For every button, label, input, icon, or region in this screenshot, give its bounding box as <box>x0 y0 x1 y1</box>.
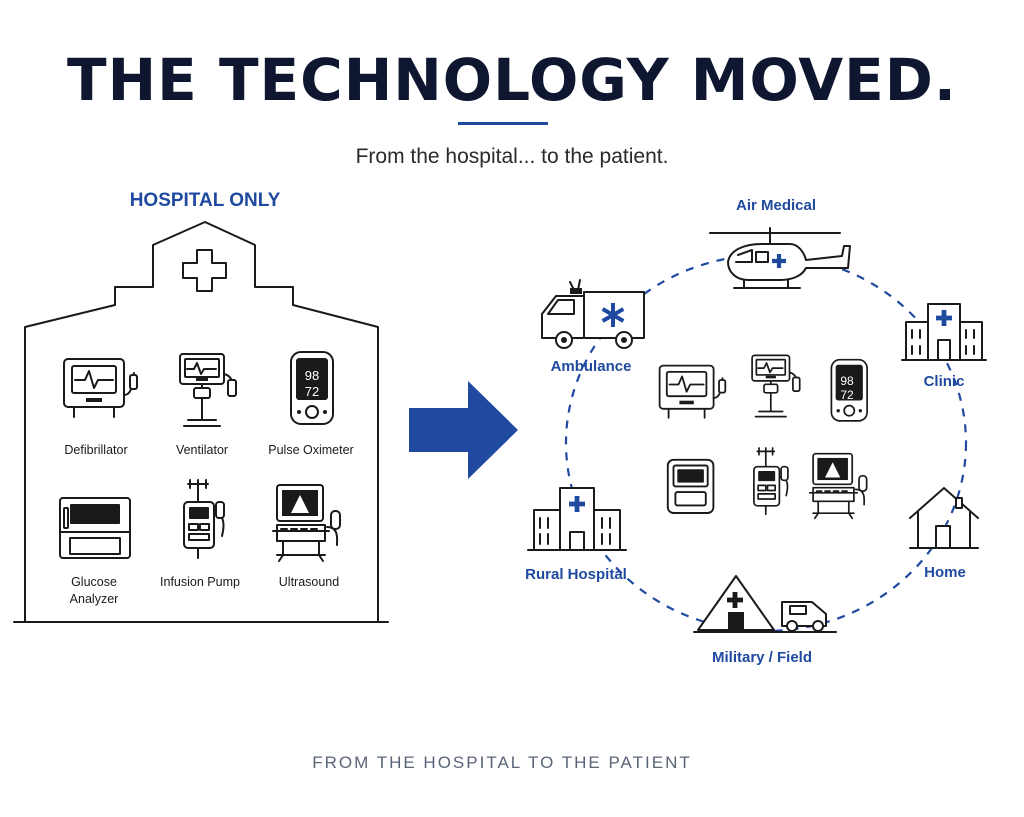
label-ambulance: Ambulance <box>551 358 632 375</box>
military-field-node: Military / Field <box>693 575 837 666</box>
device-label-ventilator: Ventilator <box>176 443 228 457</box>
hospital-heading: HOSPITAL ONLY <box>130 190 281 211</box>
rural-hospital-node: Rural Hospital <box>525 487 627 583</box>
infusion-pump-icon <box>183 479 225 559</box>
ambulance-node: Ambulance <box>541 279 645 375</box>
rural-hospital-icon <box>527 487 627 551</box>
page-title: THE TECHNOLOGY MOVED. <box>67 46 957 114</box>
device-label-pulse-oximeter: Pulse Oximeter <box>268 443 353 457</box>
label-rural-hospital: Rural Hospital <box>525 566 627 583</box>
cluster-oximeter-pulse: 72 <box>840 388 854 402</box>
device-label-ultrasound: Ultrasound <box>279 575 339 589</box>
oximeter-value-spo2: 98 <box>305 368 319 383</box>
device-label-defibrillator: Defibrillator <box>64 443 127 457</box>
air-medical-node: Air Medical <box>709 197 851 289</box>
helicopter-icon <box>709 227 851 289</box>
ventilator-icon <box>179 353 237 427</box>
device-label-infusion-pump: Infusion Pump <box>160 575 240 589</box>
cluster-ultrasound-icon <box>808 452 868 520</box>
label-home: Home <box>924 564 966 581</box>
cluster-oximeter-spo2: 98 <box>840 374 854 388</box>
cluster-defibrillator-icon <box>658 364 727 419</box>
label-military-field: Military / Field <box>712 649 812 666</box>
ultrasound-icon <box>272 484 341 562</box>
home-icon <box>909 487 979 549</box>
hospital-building-outline <box>13 221 389 623</box>
home-node: Home <box>909 487 979 581</box>
hospital-section: HOSPITAL ONLY Defibrillator Ventilator 9… <box>13 190 389 623</box>
subtitle: From the hospital... to the patient. <box>356 145 669 168</box>
ambulance-icon <box>541 279 645 349</box>
device-label-analyzer: Analyzer <box>70 592 119 606</box>
cluster-monitor-icon <box>666 458 715 514</box>
glucose-analyzer-icon <box>59 497 131 559</box>
footer-caption: FROM THE HOSPITAL TO THE PATIENT <box>312 753 692 772</box>
clinic-node: Clinic <box>901 303 987 390</box>
label-clinic: Clinic <box>924 373 965 390</box>
label-air-medical: Air Medical <box>736 197 816 214</box>
right-arrow-icon <box>409 381 518 479</box>
device-label-glucose: Glucose <box>71 575 117 589</box>
hospital-cross-icon <box>182 249 227 292</box>
cluster-ventilator-icon <box>751 354 801 418</box>
central-device-cluster: 98 72 <box>658 354 868 520</box>
title-divider <box>458 122 548 125</box>
defibrillator-icon <box>63 358 138 418</box>
cluster-infusion-pump-icon <box>753 447 789 516</box>
field-tent-icon <box>693 575 837 633</box>
oximeter-value-pulse: 72 <box>305 384 319 399</box>
clinic-icon <box>901 303 987 361</box>
